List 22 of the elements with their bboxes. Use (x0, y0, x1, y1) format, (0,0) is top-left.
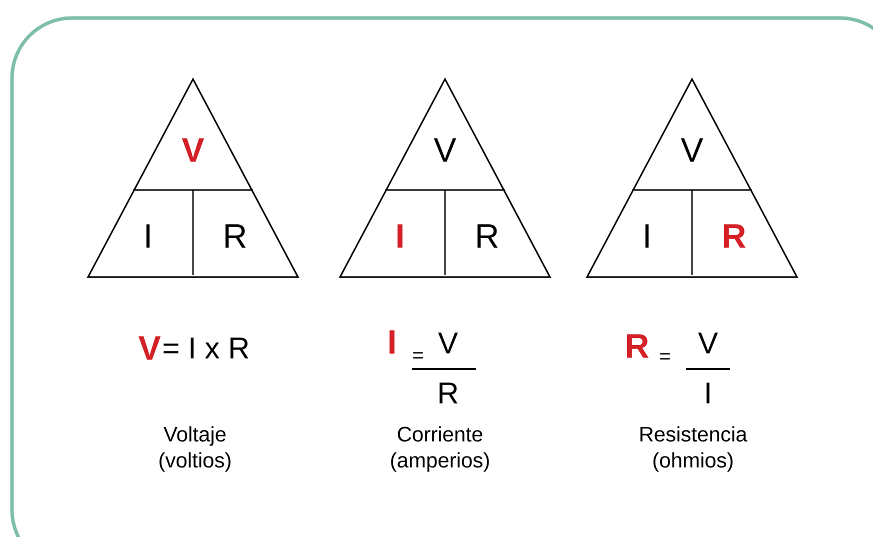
formula-text: I (390, 330, 394, 354)
variable-cell: I (398, 224, 402, 248)
formula-text: = (660, 353, 670, 360)
formula-text: R (627, 334, 649, 358)
caption: Resistencia (ohmios) (640, 426, 748, 472)
variable-cell: I (645, 224, 649, 248)
variable-cell: V (680, 138, 704, 162)
formula-text: = (413, 352, 423, 359)
variable-cell: V (434, 138, 456, 162)
formula-text: V (438, 332, 458, 354)
formula-text: V (138, 336, 161, 360)
variable-cell: V (182, 138, 204, 162)
formula-text: R (440, 382, 458, 404)
formula-text: I (706, 382, 710, 404)
formula-text: = I x R (164, 338, 248, 358)
caption: Voltaje (voltios) (160, 426, 230, 472)
caption: Corriente (amperios) (391, 426, 489, 472)
variable-cell: R (724, 224, 746, 248)
variable-cell: R (478, 224, 498, 248)
formula-text: V (698, 332, 718, 354)
variable-cell: R (226, 224, 246, 248)
variable-cell: I (146, 224, 150, 248)
